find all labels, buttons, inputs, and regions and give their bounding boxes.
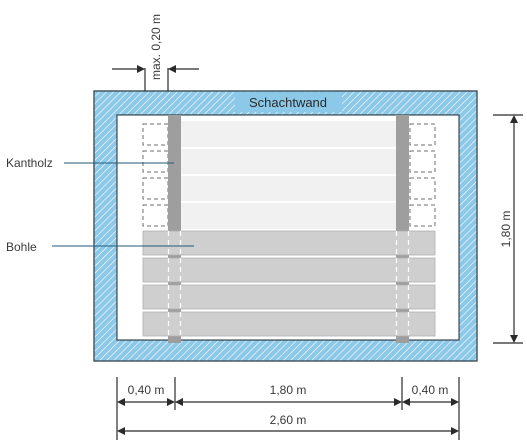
wall-label: Schachtwand [235,92,342,112]
total-width-label: 2,60 m [270,413,307,427]
planks-lifted [181,121,396,229]
bohle-callout: Bohle [6,240,194,254]
height-dimension [493,114,523,344]
right-overhang-label: 0,40 m [412,383,449,397]
width-dimensions [116,377,460,440]
planks-dashed-right [409,123,436,227]
bohle-label: Bohle [6,240,37,254]
height-label: 1,80 m [499,211,513,248]
wall-label-text: Schachtwand [249,95,327,110]
max-spacing-label: max. 0,20 m [149,14,163,80]
span-label: 1,80 m [270,383,307,397]
planks-existing [142,230,436,337]
kantholz-callout: Kantholz [6,156,174,170]
left-overhang-label: 0,40 m [128,383,165,397]
kantholz-label: Kantholz [6,156,53,170]
max-spacing-dimension [112,65,199,91]
